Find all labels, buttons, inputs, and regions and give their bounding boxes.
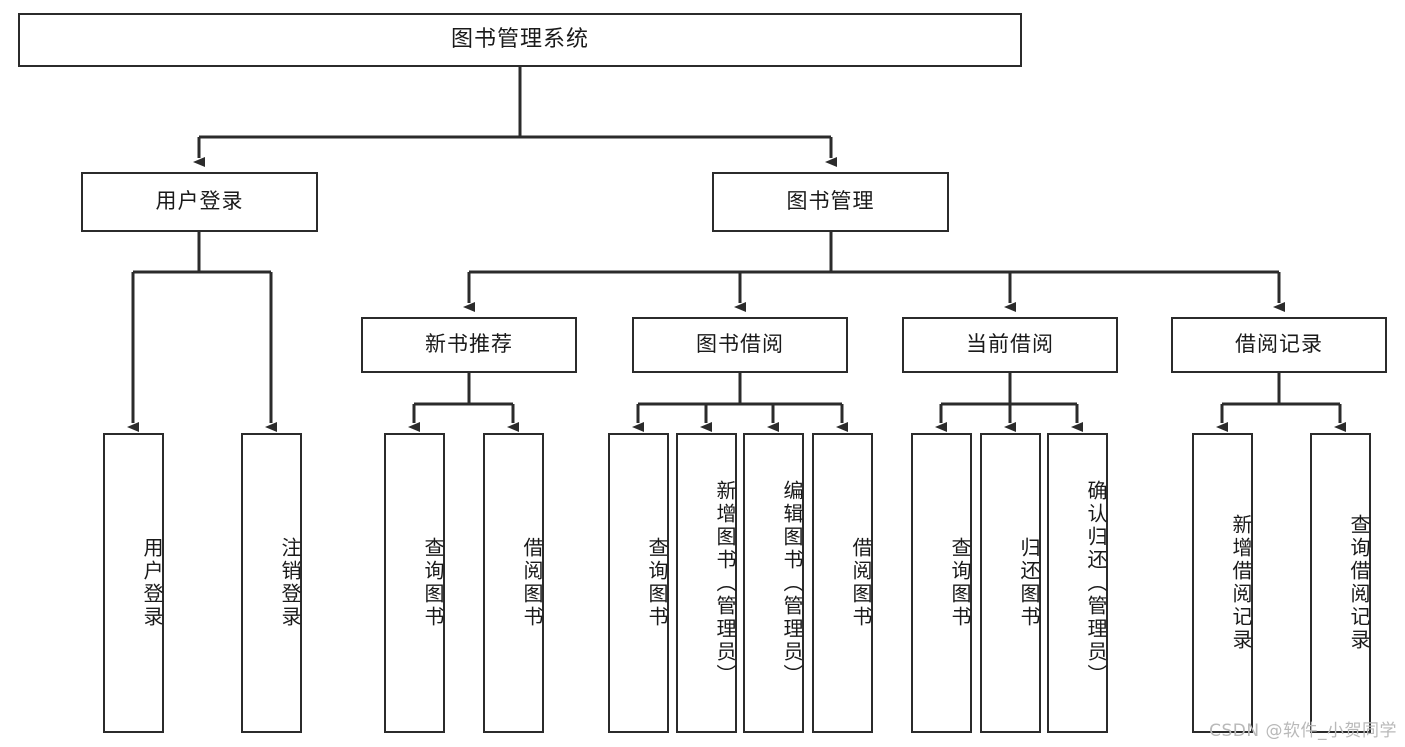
node-label: 归还图书 bbox=[1017, 537, 1041, 629]
node-label: 借阅图书 bbox=[520, 537, 544, 629]
node-leaf-query-book[interactable]: 查询图书 bbox=[608, 433, 669, 733]
node-label: 借阅图书 bbox=[849, 537, 873, 629]
watermark: CSDN @软件_小贺同学 bbox=[1209, 721, 1397, 741]
node-label: 确认归还（管理员） bbox=[1084, 479, 1108, 687]
node-leaf-add-borrow-record[interactable]: 新增借阅记录 bbox=[1192, 433, 1253, 733]
node-label: 图书管理系统 bbox=[450, 26, 589, 52]
node-module-book-management[interactable]: 图书管理 bbox=[712, 172, 949, 232]
node-module-user-login[interactable]: 用户登录 bbox=[81, 172, 318, 232]
node-label: 图书管理 bbox=[786, 189, 875, 214]
node-label: 新书推荐 bbox=[425, 332, 513, 357]
node-leaf-add-book-admin[interactable]: 新增图书（管理员） bbox=[676, 433, 737, 733]
node-label: 编辑图书（管理员） bbox=[780, 479, 804, 687]
node-label: 当前借阅 bbox=[966, 332, 1054, 357]
node-root-system[interactable]: 图书管理系统 bbox=[18, 13, 1022, 67]
node-label: 借阅记录 bbox=[1235, 332, 1323, 357]
node-submodule-book-borrow[interactable]: 图书借阅 bbox=[632, 317, 848, 373]
node-leaf-logout[interactable]: 注销登录 bbox=[241, 433, 302, 733]
node-leaf-query-book-current[interactable]: 查询图书 bbox=[911, 433, 972, 733]
node-label: 用户登录 bbox=[155, 189, 244, 214]
node-submodule-new-book-recommend[interactable]: 新书推荐 bbox=[361, 317, 577, 373]
node-leaf-return-book[interactable]: 归还图书 bbox=[980, 433, 1041, 733]
node-leaf-edit-book-admin[interactable]: 编辑图书（管理员） bbox=[743, 433, 804, 733]
node-leaf-confirm-return-admin[interactable]: 确认归还（管理员） bbox=[1047, 433, 1108, 733]
node-label: 注销登录 bbox=[278, 537, 302, 629]
node-label: 图书借阅 bbox=[696, 332, 784, 357]
node-leaf-query-borrow-record[interactable]: 查询借阅记录 bbox=[1310, 433, 1371, 733]
node-label: 新增图书（管理员） bbox=[713, 479, 737, 687]
node-leaf-borrow-book-recommend[interactable]: 借阅图书 bbox=[483, 433, 544, 733]
node-leaf-user-login[interactable]: 用户登录 bbox=[103, 433, 164, 733]
node-label: 新增借阅记录 bbox=[1229, 514, 1253, 652]
node-label: 查询图书 bbox=[948, 537, 972, 629]
node-leaf-query-book-recommend[interactable]: 查询图书 bbox=[384, 433, 445, 733]
node-submodule-current-borrow[interactable]: 当前借阅 bbox=[902, 317, 1118, 373]
node-submodule-borrow-records[interactable]: 借阅记录 bbox=[1171, 317, 1387, 373]
node-label: 查询借阅记录 bbox=[1347, 514, 1371, 652]
node-label: 查询图书 bbox=[645, 537, 669, 629]
node-label: 用户登录 bbox=[140, 537, 164, 629]
node-leaf-borrow-book[interactable]: 借阅图书 bbox=[812, 433, 873, 733]
node-label: 查询图书 bbox=[421, 537, 445, 629]
